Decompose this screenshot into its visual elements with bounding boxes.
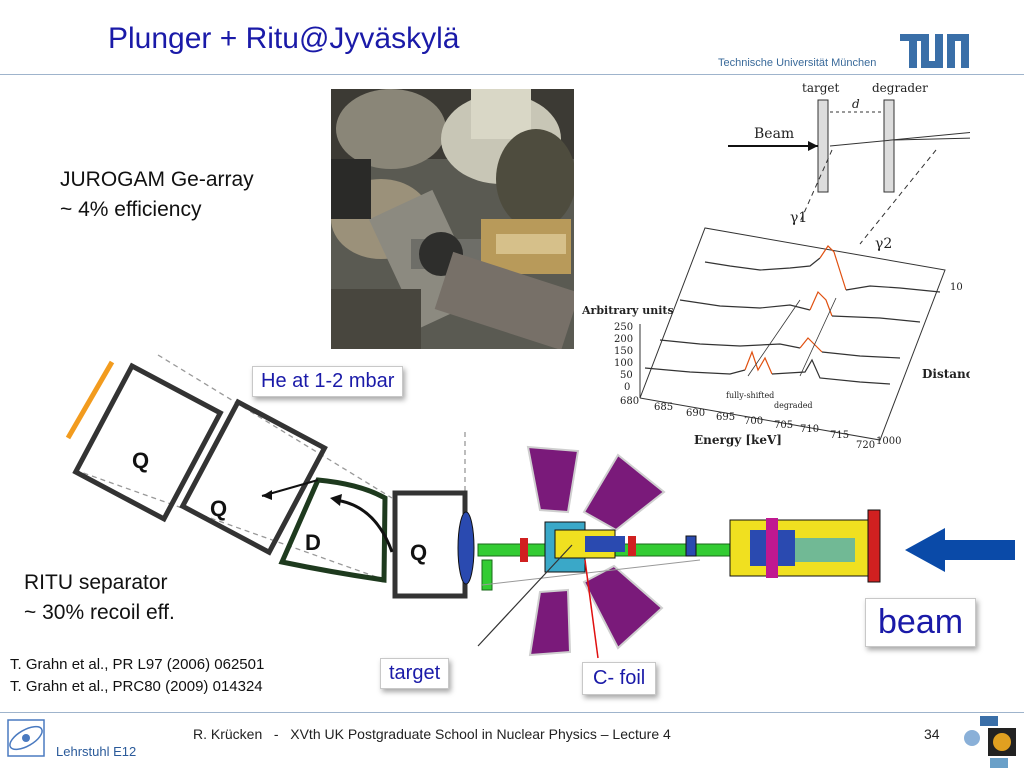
quadrupole-3 (392, 490, 468, 599)
lehrstuhl-label: Lehrstuhl E12 (56, 744, 137, 759)
jurogam-line2: ~ 4% efficiency (60, 198, 202, 221)
tum-logo (900, 34, 969, 68)
quadrupole-2 (179, 398, 328, 556)
e12-logo (7, 719, 45, 757)
svg-text:695: 695 (716, 412, 735, 423)
beamline (457, 509, 881, 591)
distance-axis-label: Distance [μm] (922, 367, 970, 381)
q3-label: Q (410, 540, 427, 565)
svg-text:150: 150 (614, 346, 633, 357)
svg-text:705: 705 (774, 420, 793, 431)
plunger-schematic: target degrader d Beam γ1 γ2 Arbitrary u… (581, 81, 970, 451)
page-title: Plunger + Ritu@Jyväskylä (108, 22, 460, 55)
svg-text:degraded: degraded (774, 401, 813, 410)
institution-name: Technische Universität München (718, 57, 877, 69)
svg-text:1000: 1000 (876, 436, 901, 447)
svg-text:10: 10 (950, 282, 963, 293)
target-foil-label: target (802, 81, 839, 95)
header-divider (0, 74, 1024, 75)
beam-arrow (905, 528, 1015, 572)
target-label: target (380, 658, 450, 689)
entrance-window-line (65, 360, 115, 440)
svg-text:100: 100 (614, 358, 633, 369)
jurogam-text: JUROGAM Ge-array ~ 4% efficiency (60, 165, 254, 225)
svg-text:d: d (852, 97, 860, 111)
reference-1: T. Grahn et al., PR L97 (2006) 062501 (10, 656, 265, 673)
svg-text:fully-shifted: fully-shifted (726, 391, 774, 400)
svg-text:720: 720 (856, 440, 875, 451)
svg-text:0: 0 (624, 382, 630, 393)
svg-text:715: 715 (830, 430, 849, 441)
beam-label: beam (865, 598, 977, 647)
svg-text:γ1: γ1 (790, 210, 807, 226)
x-axis-label: Energy [keV] (694, 433, 782, 447)
svg-text:680: 680 (620, 396, 639, 407)
degrader-foil (883, 99, 895, 193)
y-axis-label: Arbitrary units (581, 304, 674, 317)
footer-text: R. Krücken - XVth UK Postgraduate School… (193, 726, 671, 742)
recoil-trajectory (334, 498, 394, 553)
ritu-text: RITU separator ~ 30% recoil eff. (24, 568, 175, 628)
references: T. Grahn et al., PR L97 (2006) 062501 T.… (10, 654, 264, 698)
page-number: 34 (924, 726, 940, 742)
svg-text:685: 685 (654, 402, 673, 413)
svg-text:700: 700 (744, 416, 763, 427)
quadrupole-1 (72, 362, 224, 523)
reference-2: T. Grahn et al., PRC80 (2009) 014324 (10, 678, 263, 695)
jurogam-detectors (526, 445, 666, 657)
ritu-beamline-diagram: Q Q D Q (65, 354, 1015, 659)
degrader-foil-label: degrader (872, 81, 928, 95)
svg-text:γ2: γ2 (875, 236, 892, 252)
q2-label: Q (210, 496, 227, 521)
svg-text:200: 200 (614, 334, 633, 345)
tum-excellence-logo (964, 716, 1016, 768)
svg-text:710: 710 (800, 424, 819, 435)
he-pressure-label: He at 1-2 mbar (252, 366, 404, 397)
dipole-magnet (278, 477, 388, 583)
ritu-line2: ~ 30% recoil eff. (24, 601, 175, 624)
svg-text:690: 690 (686, 408, 705, 419)
jurogam-photo (331, 89, 574, 349)
svg-text:50: 50 (620, 370, 633, 381)
beam-label-small: Beam (754, 126, 794, 142)
jurogam-line1: JUROGAM Ge-array (60, 168, 254, 191)
svg-text:250: 250 (614, 322, 633, 333)
q1-label: Q (132, 448, 149, 473)
ritu-line1: RITU separator (24, 571, 168, 594)
d-label: D (305, 530, 321, 555)
footer-divider (0, 712, 1024, 713)
cfoil-label: C- foil (582, 662, 657, 695)
